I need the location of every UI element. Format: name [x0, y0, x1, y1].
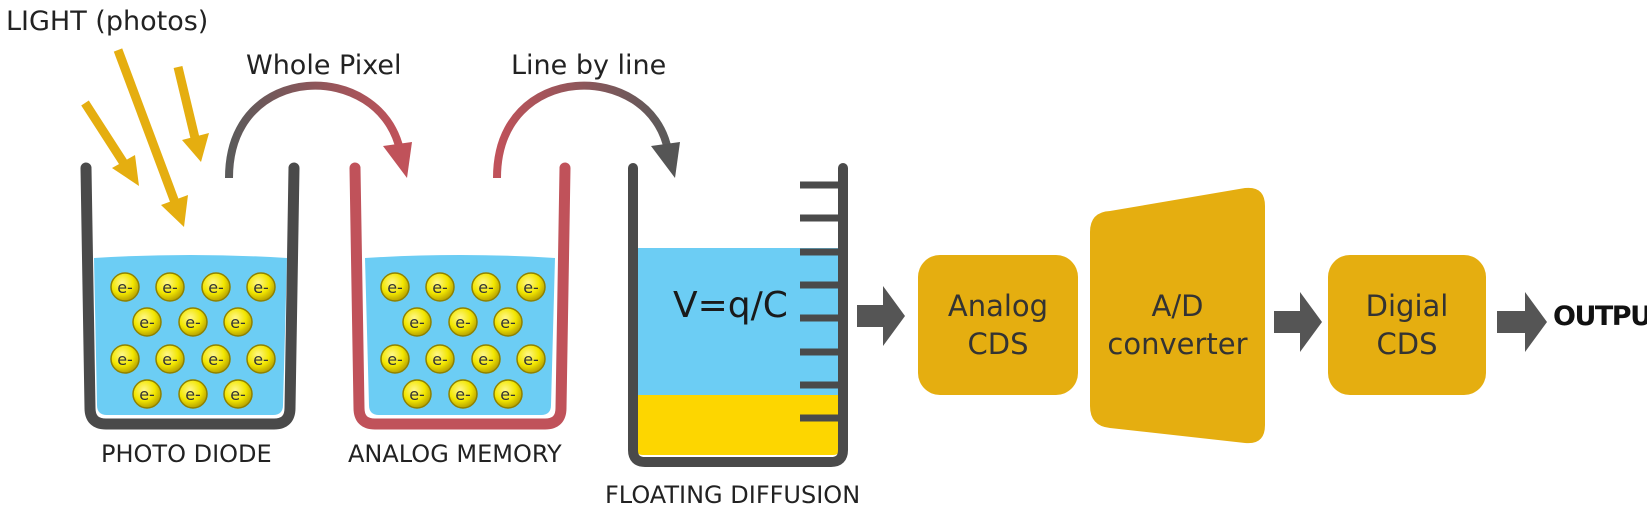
electron-label: e- — [253, 278, 269, 297]
electron-label: e- — [455, 313, 471, 332]
adc-text: A/D converter — [1090, 287, 1265, 363]
photo-diode-cup: e-e-e-e-e-e-e-e-e-e-e-e-e-e- — [80, 162, 300, 430]
electron: e- — [425, 272, 455, 302]
flow-arrow-1 — [857, 286, 905, 346]
electron: e- — [246, 344, 276, 374]
flow-arrow-3 — [1497, 292, 1547, 352]
electron-label: e- — [387, 278, 403, 297]
whole-pixel-arrow — [225, 81, 412, 179]
digital-cds-line1: Digial — [1365, 289, 1449, 323]
electron: e- — [223, 307, 253, 337]
electron: e- — [516, 344, 546, 374]
measurement-ticks — [800, 181, 843, 422]
whole-pixel-label: Whole Pixel — [246, 50, 402, 81]
electron-label: e- — [523, 350, 539, 369]
electron: e- — [110, 344, 140, 374]
electron: e- — [448, 307, 478, 337]
digital-cds-line2: CDS — [1376, 327, 1438, 361]
electron: e- — [448, 379, 478, 409]
fd-charge-fill — [636, 395, 840, 455]
electron-label: e- — [162, 350, 178, 369]
light-arrow-2 — [113, 48, 188, 227]
digital-cds-box — [1328, 255, 1486, 395]
electron-label: e- — [500, 385, 516, 404]
electron-label: e- — [139, 313, 155, 332]
line-by-line-label: Line by line — [511, 50, 667, 81]
electron-label: e- — [139, 385, 155, 404]
electron-label: e- — [230, 313, 246, 332]
flow-arrow-2 — [1274, 292, 1322, 352]
electron: e- — [201, 344, 231, 374]
electron: e- — [493, 307, 523, 337]
analog-cds-text: Analog CDS — [918, 287, 1078, 363]
equation-label: V=q/C — [673, 285, 788, 326]
electron-label: e- — [478, 278, 494, 297]
electron-label: e- — [208, 278, 224, 297]
electron-label: e- — [409, 385, 425, 404]
electron: e- — [155, 344, 185, 374]
photo-diode-label: PHOTO DIODE — [101, 440, 272, 468]
electron-label: e- — [117, 278, 133, 297]
electron-label: e- — [253, 350, 269, 369]
electron: e- — [402, 379, 432, 409]
electron-label: e- — [387, 350, 403, 369]
electron-label: e- — [185, 313, 201, 332]
light-label: LIGHT (photos) — [6, 6, 209, 37]
electron-label: e- — [230, 385, 246, 404]
electron: e- — [132, 307, 162, 337]
electron: e- — [223, 379, 253, 409]
analog-memory-electrons: e-e-e-e-e-e-e-e-e-e-e-e-e-e- — [380, 272, 546, 409]
photo-diode-electrons: e-e-e-e-e-e-e-e-e-e-e-e-e-e- — [110, 272, 276, 409]
electron: e- — [110, 272, 140, 302]
electron-label: e- — [478, 350, 494, 369]
electron: e- — [201, 272, 231, 302]
analog-memory-label: ANALOG MEMORY — [348, 440, 562, 468]
electron: e- — [471, 344, 501, 374]
electron: e- — [155, 272, 185, 302]
electron-label: e- — [185, 385, 201, 404]
electron-label: e- — [500, 313, 516, 332]
electron: e- — [516, 272, 546, 302]
electron: e- — [380, 344, 410, 374]
analog-cds-line2: CDS — [967, 327, 1029, 361]
electron: e- — [132, 379, 162, 409]
electron-label: e- — [432, 278, 448, 297]
electron-label: e- — [409, 313, 425, 332]
adc-box — [1090, 187, 1265, 444]
light-arrows — [81, 48, 209, 227]
electron: e- — [493, 379, 523, 409]
floating-diffusion-label: FLOATING DIFFUSION — [605, 481, 861, 509]
electron: e- — [471, 272, 501, 302]
electron: e- — [425, 344, 455, 374]
electron-label: e- — [208, 350, 224, 369]
electron: e- — [178, 307, 208, 337]
line-by-line-arrow — [493, 81, 680, 179]
floating-diffusion-beaker — [628, 163, 848, 467]
electron: e- — [380, 272, 410, 302]
electron-label: e- — [162, 278, 178, 297]
analog-memory-cup: e-e-e-e-e-e-e-e-e-e-e-e-e-e- — [349, 162, 571, 430]
light-arrow-1 — [81, 100, 139, 186]
output-label: OUTPUT — [1553, 301, 1647, 332]
light-arrow-3 — [173, 65, 209, 162]
analog-cds-box — [918, 255, 1078, 395]
electron-label: e- — [117, 350, 133, 369]
electron: e- — [402, 307, 432, 337]
adc-line1: A/D — [1151, 289, 1204, 323]
electron-label: e- — [523, 278, 539, 297]
digital-cds-text: Digial CDS — [1328, 287, 1486, 363]
electron: e- — [178, 379, 208, 409]
electron-label: e- — [455, 385, 471, 404]
analog-cds-line1: Analog — [947, 289, 1049, 323]
adc-line2: converter — [1107, 327, 1248, 361]
electron: e- — [246, 272, 276, 302]
electron-label: e- — [432, 350, 448, 369]
